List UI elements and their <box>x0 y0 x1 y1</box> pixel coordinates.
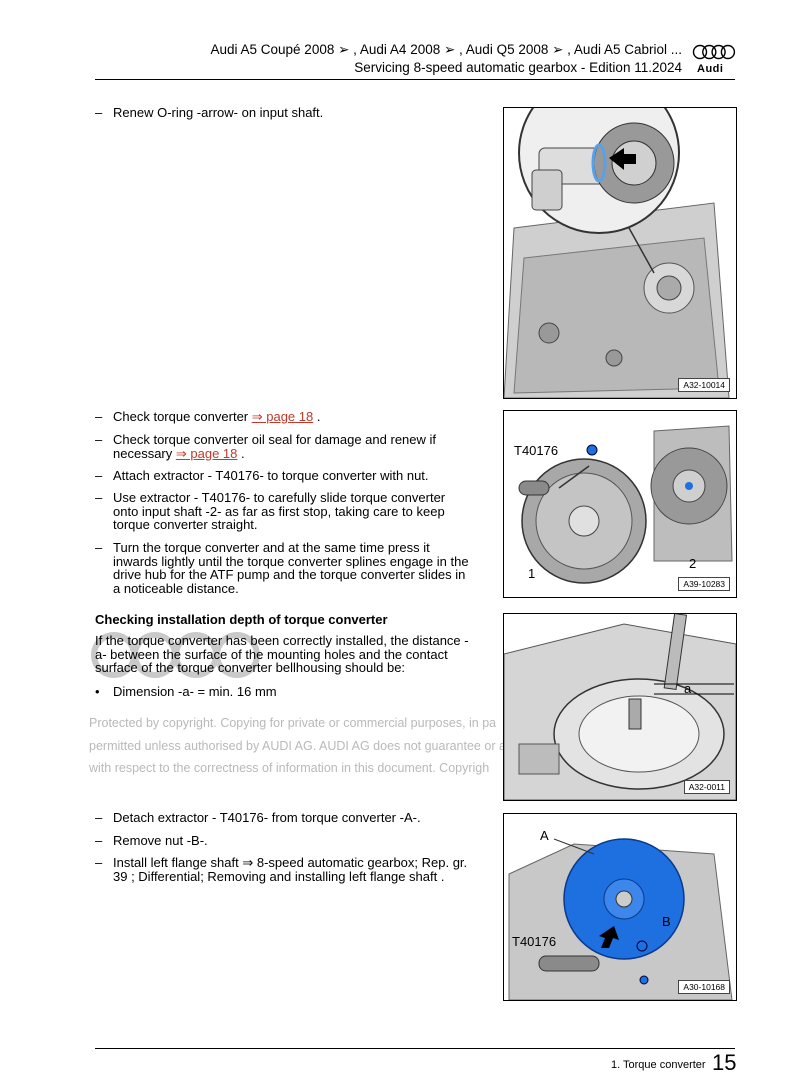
figure-code: A30-10168 <box>678 980 730 994</box>
dimension-bullet: • Dimension -a- = min. 16 mm <box>95 684 277 699</box>
step-dash: – <box>95 409 103 424</box>
audi-rings-logo <box>692 44 736 60</box>
copyright-watermark-line: Protected by copyright. Copying for priv… <box>89 716 497 730</box>
step-text: Use extractor - T40176- to carefully sli… <box>113 490 446 532</box>
step-remove-nut: – Remove nut -B-. <box>95 834 470 848</box>
step-dash: – <box>95 855 103 870</box>
callout-2: 2 <box>689 556 697 571</box>
callout-a: A <box>540 828 549 843</box>
bullet-mark: • <box>95 684 100 699</box>
step-text-end: . <box>237 445 245 461</box>
tool-label: T40176 <box>512 934 557 949</box>
step-text: Attach extractor - T40176- to torque con… <box>113 468 429 483</box>
step-text-end: . <box>313 409 321 424</box>
copyright-watermark-line: permitted unless authorised by AUDI AG. … <box>89 739 503 753</box>
figure-detach-extractor: A B T40176 A30-10168 <box>503 813 737 1001</box>
step-detach-extractor: – Detach extractor - T40176- from torque… <box>95 811 470 825</box>
section-paragraph: If the torque converter has been correct… <box>95 633 469 675</box>
document-subtitle: Servicing 8-speed automatic gearbox - Ed… <box>354 60 682 75</box>
callout-b: B <box>662 914 671 929</box>
section-heading: Checking installation depth of torque co… <box>95 612 388 627</box>
step-turn-converter: – Turn the torque converter and at the s… <box>95 541 470 595</box>
step-dash: – <box>95 810 103 825</box>
step-text: Check torque converter <box>113 409 252 424</box>
page-number: 15 <box>712 1050 737 1075</box>
step-text: Turn the torque converter and at the sam… <box>113 540 469 596</box>
figure-code: A32-0011 <box>683 780 730 794</box>
figure-code: A39-10283 <box>678 577 730 591</box>
step-renew-oring: – Renew O-ring -arrow- on input shaft. <box>95 106 470 120</box>
tool-label: T40176 <box>514 443 559 458</box>
step-dash: – <box>95 432 103 447</box>
watermark-rings <box>91 632 260 678</box>
figure-installation-depth: a A32-0011 <box>503 613 737 801</box>
step-text: Detach extractor - T40176- from torque c… <box>113 810 421 825</box>
step-attach-extractor: – Attach extractor - T40176- to torque c… <box>95 469 470 483</box>
step-text: Remove nut -B-. <box>113 833 208 848</box>
footer-rule <box>95 1048 735 1049</box>
figure-input-shaft-oring: A32-10014 <box>503 107 737 399</box>
input-shaft-illustration <box>504 108 736 398</box>
step-check-torque-converter: – Check torque converter ⇒ page 18 . <box>95 410 470 424</box>
step-check-oil-seal: – Check torque converter oil seal for da… <box>95 433 470 460</box>
step-dash: – <box>95 105 103 120</box>
step-text: Check torque converter oil seal for dama… <box>113 432 437 461</box>
step-dash: – <box>95 540 103 555</box>
figure-extractor-torque-converter: T40176 1 2 A39-10283 <box>503 410 737 598</box>
installation-depth-illustration <box>504 614 736 800</box>
footer-section-title: 1. Torque converter <box>611 1059 706 1071</box>
header-rule <box>95 79 735 80</box>
step-slide-converter: – Use extractor - T40176- to carefully s… <box>95 491 470 532</box>
copyright-watermark-line: with respect to the correctness of infor… <box>89 761 490 775</box>
dimension-label-a: a <box>684 681 692 696</box>
audi-wordmark: Audi <box>697 63 724 75</box>
step-dash: – <box>95 468 103 483</box>
page-link[interactable]: ⇒ page 18 <box>251 409 314 424</box>
figure-code: A32-10014 <box>678 378 730 392</box>
bullet-text: Dimension -a- = min. 16 mm <box>113 684 277 699</box>
step-install-flange-shaft: – Install left flange shaft ⇒ 8-speed au… <box>95 856 470 883</box>
document-title: Audi A5 Coupé 2008 ➢ , Audi A4 2008 ➢ , … <box>210 42 682 57</box>
step-dash: – <box>95 490 103 505</box>
detach-extractor-illustration <box>504 814 736 1000</box>
torque-converter-illustration <box>504 411 736 597</box>
step-dash: – <box>95 833 103 848</box>
step-text: Renew O-ring -arrow- on input shaft. <box>113 105 324 120</box>
page-link[interactable]: ⇒ page 18 <box>175 445 238 461</box>
step-text: Install left flange shaft ⇒ 8-speed auto… <box>113 855 468 884</box>
callout-1: 1 <box>528 566 536 581</box>
